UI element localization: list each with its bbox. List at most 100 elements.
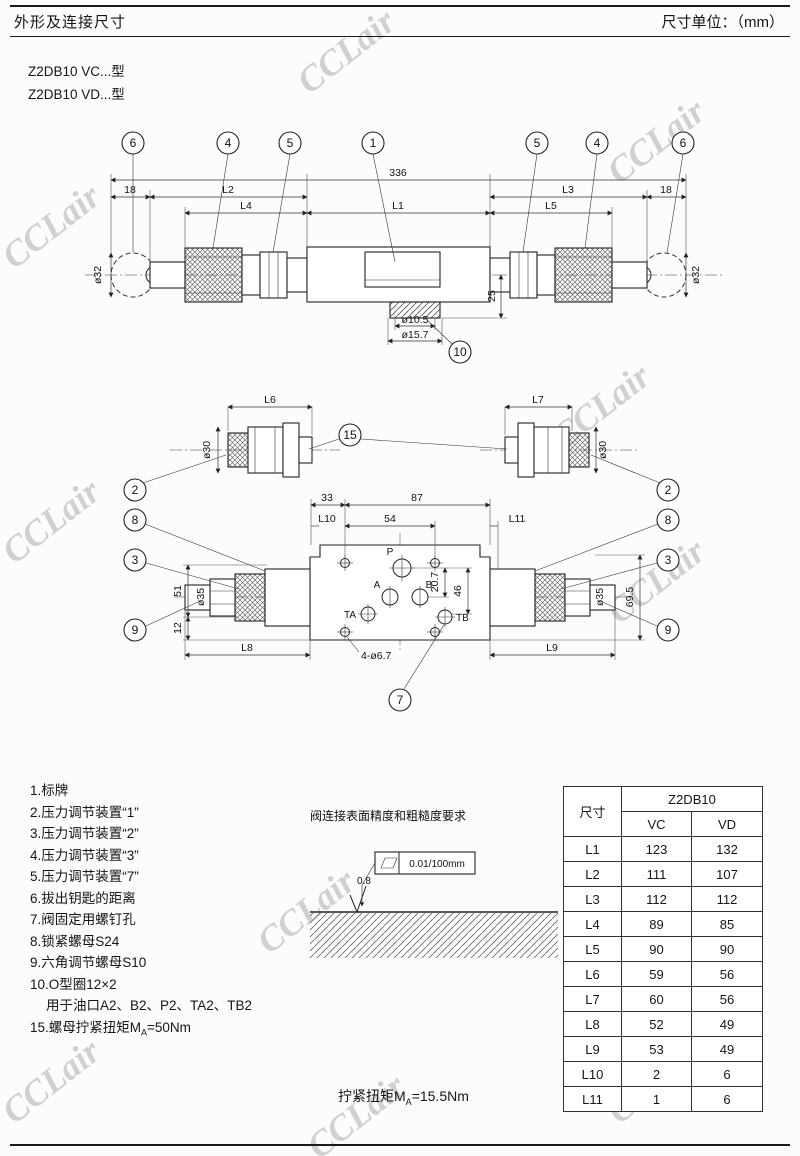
port-label-p: P <box>387 547 394 558</box>
dim-value-vd: 56 <box>691 961 763 987</box>
dim-value-vd: 132 <box>691 836 763 862</box>
dim-20-7: 20.7 <box>429 572 441 593</box>
note-item: 8.锁紧螺母S24 <box>30 933 120 949</box>
dim-dia15-7: ø15.7 <box>402 329 429 341</box>
surface-finish-drawing: 阀连接表面精度和粗糙度要求 0.01/100mm 0.8 <box>310 808 558 958</box>
dim-value-vc: 111 <box>621 861 692 887</box>
note-item: 6.拔出钥匙的距离 <box>30 890 136 906</box>
callout-4-right: 4 <box>594 136 601 150</box>
note-item-continuation: 用于油口A2、B2、P2、TA2、TB2 <box>46 998 253 1013</box>
flatness-value: 0.01/100mm <box>409 859 465 870</box>
dim-L4: L4 <box>240 200 252 212</box>
header-rule <box>10 36 790 37</box>
note-item: 9.六角调节螺母S10 <box>30 955 147 970</box>
dim-value-vc: 59 <box>621 961 692 987</box>
dim-label: L8 <box>563 1011 622 1037</box>
top-rule <box>10 5 790 7</box>
port-label-tb: TB <box>456 613 469 624</box>
dim-dia30-right: ø30 <box>597 441 609 459</box>
dim-mounting-holes: 4-ø6.7 <box>361 650 392 662</box>
dim-25: 25 <box>486 290 498 302</box>
dim-value-vc: 2 <box>621 1061 692 1087</box>
dim-46: 46 <box>452 585 464 597</box>
table-header-dim: 尺寸 <box>563 786 622 837</box>
note-item: 7.阀固定用螺钉孔 <box>30 912 136 927</box>
dim-label: L5 <box>563 936 622 962</box>
bottom-view-drawing: L6 L7 ø30 ø30 <box>123 395 680 712</box>
dim-value-vd: 90 <box>691 936 763 962</box>
dim-value-vc: 53 <box>621 1036 692 1062</box>
note-item: 4.压力调节装置“3” <box>30 847 139 863</box>
note-15-subscript: A <box>141 1027 148 1038</box>
callout-2-left: 2 <box>132 483 139 497</box>
callout-5-left: 5 <box>287 136 294 150</box>
dim-dia32-left: ø32 <box>92 266 104 284</box>
callout-9-left: 9 <box>132 623 139 637</box>
torque-value: =15.5Nm <box>411 1088 469 1104</box>
left-adjustment-assembly <box>149 247 308 303</box>
dim-dia30-left: ø30 <box>201 441 213 459</box>
note-item: 5.压力调节装置“7” <box>30 869 139 884</box>
dim-L6: L6 <box>264 395 276 406</box>
callout-2-right: 2 <box>665 483 672 497</box>
dim-12: 12 <box>172 622 184 634</box>
callout-10: 10 <box>453 345 467 359</box>
tightening-torque-note: 拧紧扭矩MA=15.5Nm <box>338 1086 469 1107</box>
dim-L5: L5 <box>545 200 557 212</box>
watermark: CCLair <box>289 0 403 102</box>
dim-dia35-right: ø35 <box>594 588 606 606</box>
right-pressure-device <box>504 422 590 478</box>
dim-label: L9 <box>563 1036 622 1062</box>
dim-label: L10 <box>563 1061 622 1087</box>
callout-1: 1 <box>370 136 377 150</box>
dim-dia35-left: ø35 <box>195 588 207 606</box>
callout-8-right: 8 <box>665 513 672 527</box>
dim-label: L6 <box>563 961 622 987</box>
model-name: Z2DB10 VC...型 <box>28 64 125 79</box>
port-label-b: B <box>426 580 433 591</box>
dim-value-vd: 49 <box>691 1011 763 1037</box>
unit-label: 尺寸单位：（mm） <box>661 14 785 31</box>
dim-label: L4 <box>563 911 622 937</box>
flatness-frame: 0.01/100mm <box>359 851 476 907</box>
dim-label: L11 <box>563 1086 622 1112</box>
surface-finish-section: 阀连接表面精度和粗糙度要求 0.01/100mm 0.8 <box>300 800 570 975</box>
dim-value-vc: 52 <box>621 1011 692 1037</box>
dim-18-right: 18 <box>660 184 672 196</box>
front-view-drawing: 336 18 L2 L3 18 L4 L1 L5 ø32 ø32 ø10.5 ø… <box>85 131 723 364</box>
dim-value-vd: 6 <box>691 1086 763 1112</box>
surface-requirement-title: 阀连接表面精度和粗糙度要求 <box>310 808 466 823</box>
note-item: 2.压力调节装置“1” <box>30 804 139 820</box>
bottom-view-dimensions: 33 87 L10 54 L11 51 12 ø35 20.7 46 <box>172 492 645 662</box>
dim-value-vc: 90 <box>621 936 692 962</box>
callout-9-right: 9 <box>665 623 672 637</box>
dim-dia32-right: ø32 <box>690 266 702 284</box>
dim-value-vd: 112 <box>691 886 763 912</box>
table-header-model: Z2DB10 <box>621 786 763 812</box>
port-label-a: A <box>374 580 381 591</box>
dim-value-vd: 6 <box>691 1061 763 1087</box>
dim-L7: L7 <box>532 395 544 406</box>
callout-3-right: 3 <box>665 553 672 567</box>
dim-total: 336 <box>389 167 407 179</box>
notes-list: 1.标牌 2.压力调节装置“1” 3.压力调节装置“2” 4.压力调节装置“3”… <box>30 780 252 1044</box>
torque-text: 拧紧扭矩M <box>338 1088 406 1104</box>
callout-8-left: 8 <box>132 513 139 527</box>
dim-69-5: 69.5 <box>624 587 636 608</box>
callout-6-left: 6 <box>130 136 137 150</box>
roughness-symbol: 0.8 <box>349 876 371 914</box>
dim-label: L1 <box>563 836 622 862</box>
callout-3-left: 3 <box>132 553 139 567</box>
dim-L3: L3 <box>562 184 574 196</box>
front-dimensions: 336 18 L2 L3 18 L4 L1 L5 ø32 ø32 ø10.5 ø… <box>92 167 702 344</box>
